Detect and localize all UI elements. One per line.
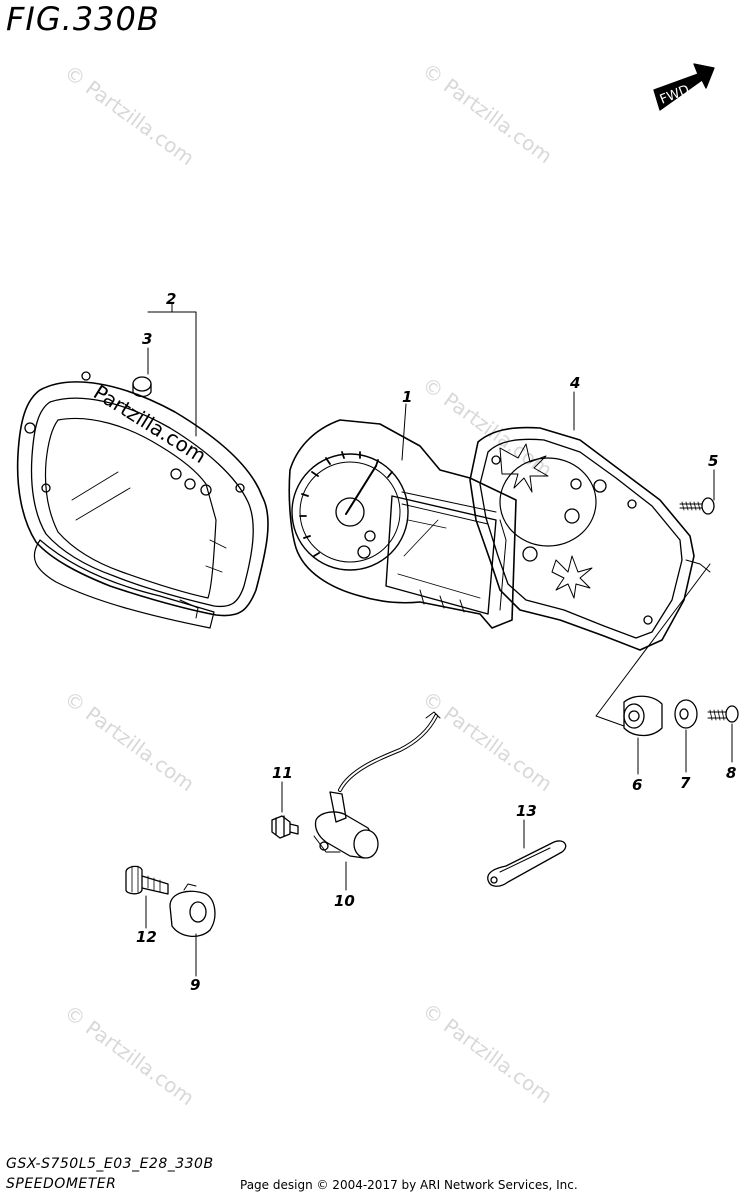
- part-2-case: [16, 371, 269, 629]
- part-7-washer: [674, 699, 698, 729]
- callout-4[interactable]: 4: [570, 374, 581, 392]
- part-3-grommet: [132, 376, 152, 398]
- callout-12[interactable]: 12: [136, 928, 157, 946]
- copyright-notice: Page design © 2004-2017 by ARI Network S…: [240, 1178, 578, 1192]
- part-4-rear-housing: [469, 426, 711, 651]
- part-12-bolt: [125, 865, 169, 895]
- callout-9[interactable]: 9: [190, 976, 201, 994]
- part-9-collar: [169, 883, 216, 937]
- callout-1[interactable]: 1: [402, 388, 413, 406]
- callout-2[interactable]: 2: [166, 290, 177, 308]
- figure-name: SPEEDOMETER: [6, 1176, 117, 1192]
- callout-6[interactable]: 6: [632, 776, 643, 794]
- callout-5[interactable]: 5: [708, 452, 719, 470]
- part-13-clamp: [487, 840, 567, 887]
- callout-8[interactable]: 8: [726, 764, 737, 782]
- callout-13[interactable]: 13: [516, 802, 537, 820]
- callout-10[interactable]: 10: [334, 892, 355, 910]
- leader-line: [595, 563, 711, 717]
- callout-3[interactable]: 3: [142, 330, 153, 348]
- part-11-bolt: [271, 815, 299, 839]
- part-8-screw: [707, 705, 739, 723]
- fwd-arrow-icon: FWD: [653, 63, 715, 111]
- part-1-meter-unit: [288, 419, 517, 629]
- figure-title: FIG.330B: [6, 0, 160, 38]
- figure-code: GSX-S750L5_E03_E28_330B: [6, 1156, 214, 1172]
- callout-11[interactable]: 11: [272, 764, 293, 782]
- part-10-speed-sensor: [313, 711, 441, 859]
- part-5-screw: [679, 497, 715, 515]
- part-6-grommet: [623, 695, 663, 737]
- leader-lines: [145, 303, 733, 977]
- callout-7[interactable]: 7: [680, 774, 691, 792]
